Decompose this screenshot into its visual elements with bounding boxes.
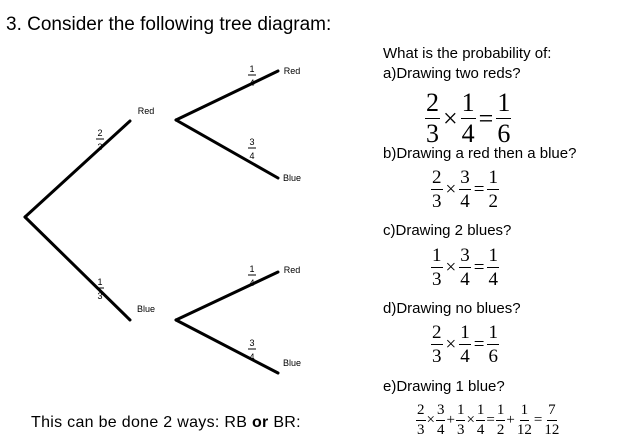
- branch-top-red: [174, 69, 280, 122]
- node-top-label: Red: [138, 106, 155, 116]
- questions-heading: What is the probability of:: [383, 45, 552, 62]
- branch-root-top: [23, 119, 132, 219]
- svg-text:2: 2: [97, 128, 102, 138]
- prob-bottom-red: 1 4: [248, 264, 256, 288]
- svg-text:1: 1: [97, 277, 102, 287]
- svg-text:4: 4: [249, 352, 254, 362]
- question-a: a)Drawing two reds?: [383, 65, 521, 82]
- branch-bottom-blue: [174, 318, 280, 375]
- prob-top-blue: 3 4: [248, 137, 256, 161]
- svg-text:3: 3: [249, 137, 254, 147]
- question-b: b)Drawing a red then a blue?: [383, 145, 577, 162]
- leaf-bottom-blue-label: Blue: [283, 358, 301, 368]
- svg-text:3: 3: [97, 291, 102, 301]
- slide-title: 3. Consider the following tree diagram:: [6, 14, 332, 35]
- leaf-bottom-red-label: Red: [284, 265, 301, 275]
- node-bottom-label: Blue: [137, 304, 155, 314]
- svg-text:4: 4: [249, 78, 254, 88]
- leaf-top-blue-label: Blue: [283, 173, 301, 183]
- question-e: e)Drawing 1 blue?: [383, 378, 505, 395]
- svg-text:4: 4: [249, 278, 254, 288]
- note-text: This can be done 2 ways: RB or BR:: [31, 414, 301, 431]
- svg-text:1: 1: [249, 64, 254, 74]
- leaf-top-red-label: Red: [284, 66, 301, 76]
- prob-bottom-blue: 3 4: [248, 338, 256, 362]
- question-c: c)Drawing 2 blues?: [383, 222, 512, 239]
- prob-top-red: 1 4: [248, 64, 256, 88]
- prob-first-top: 2 3: [96, 128, 104, 152]
- question-d: d)Drawing no blues?: [383, 300, 521, 317]
- branch-top-blue: [174, 118, 280, 180]
- branch-root-bottom: [23, 215, 132, 322]
- svg-text:3: 3: [249, 338, 254, 348]
- prob-first-bottom: 1 3: [96, 277, 104, 301]
- svg-text:1: 1: [249, 264, 254, 274]
- svg-text:3: 3: [97, 142, 102, 152]
- branch-bottom-red: [174, 270, 280, 322]
- svg-text:4: 4: [249, 151, 254, 161]
